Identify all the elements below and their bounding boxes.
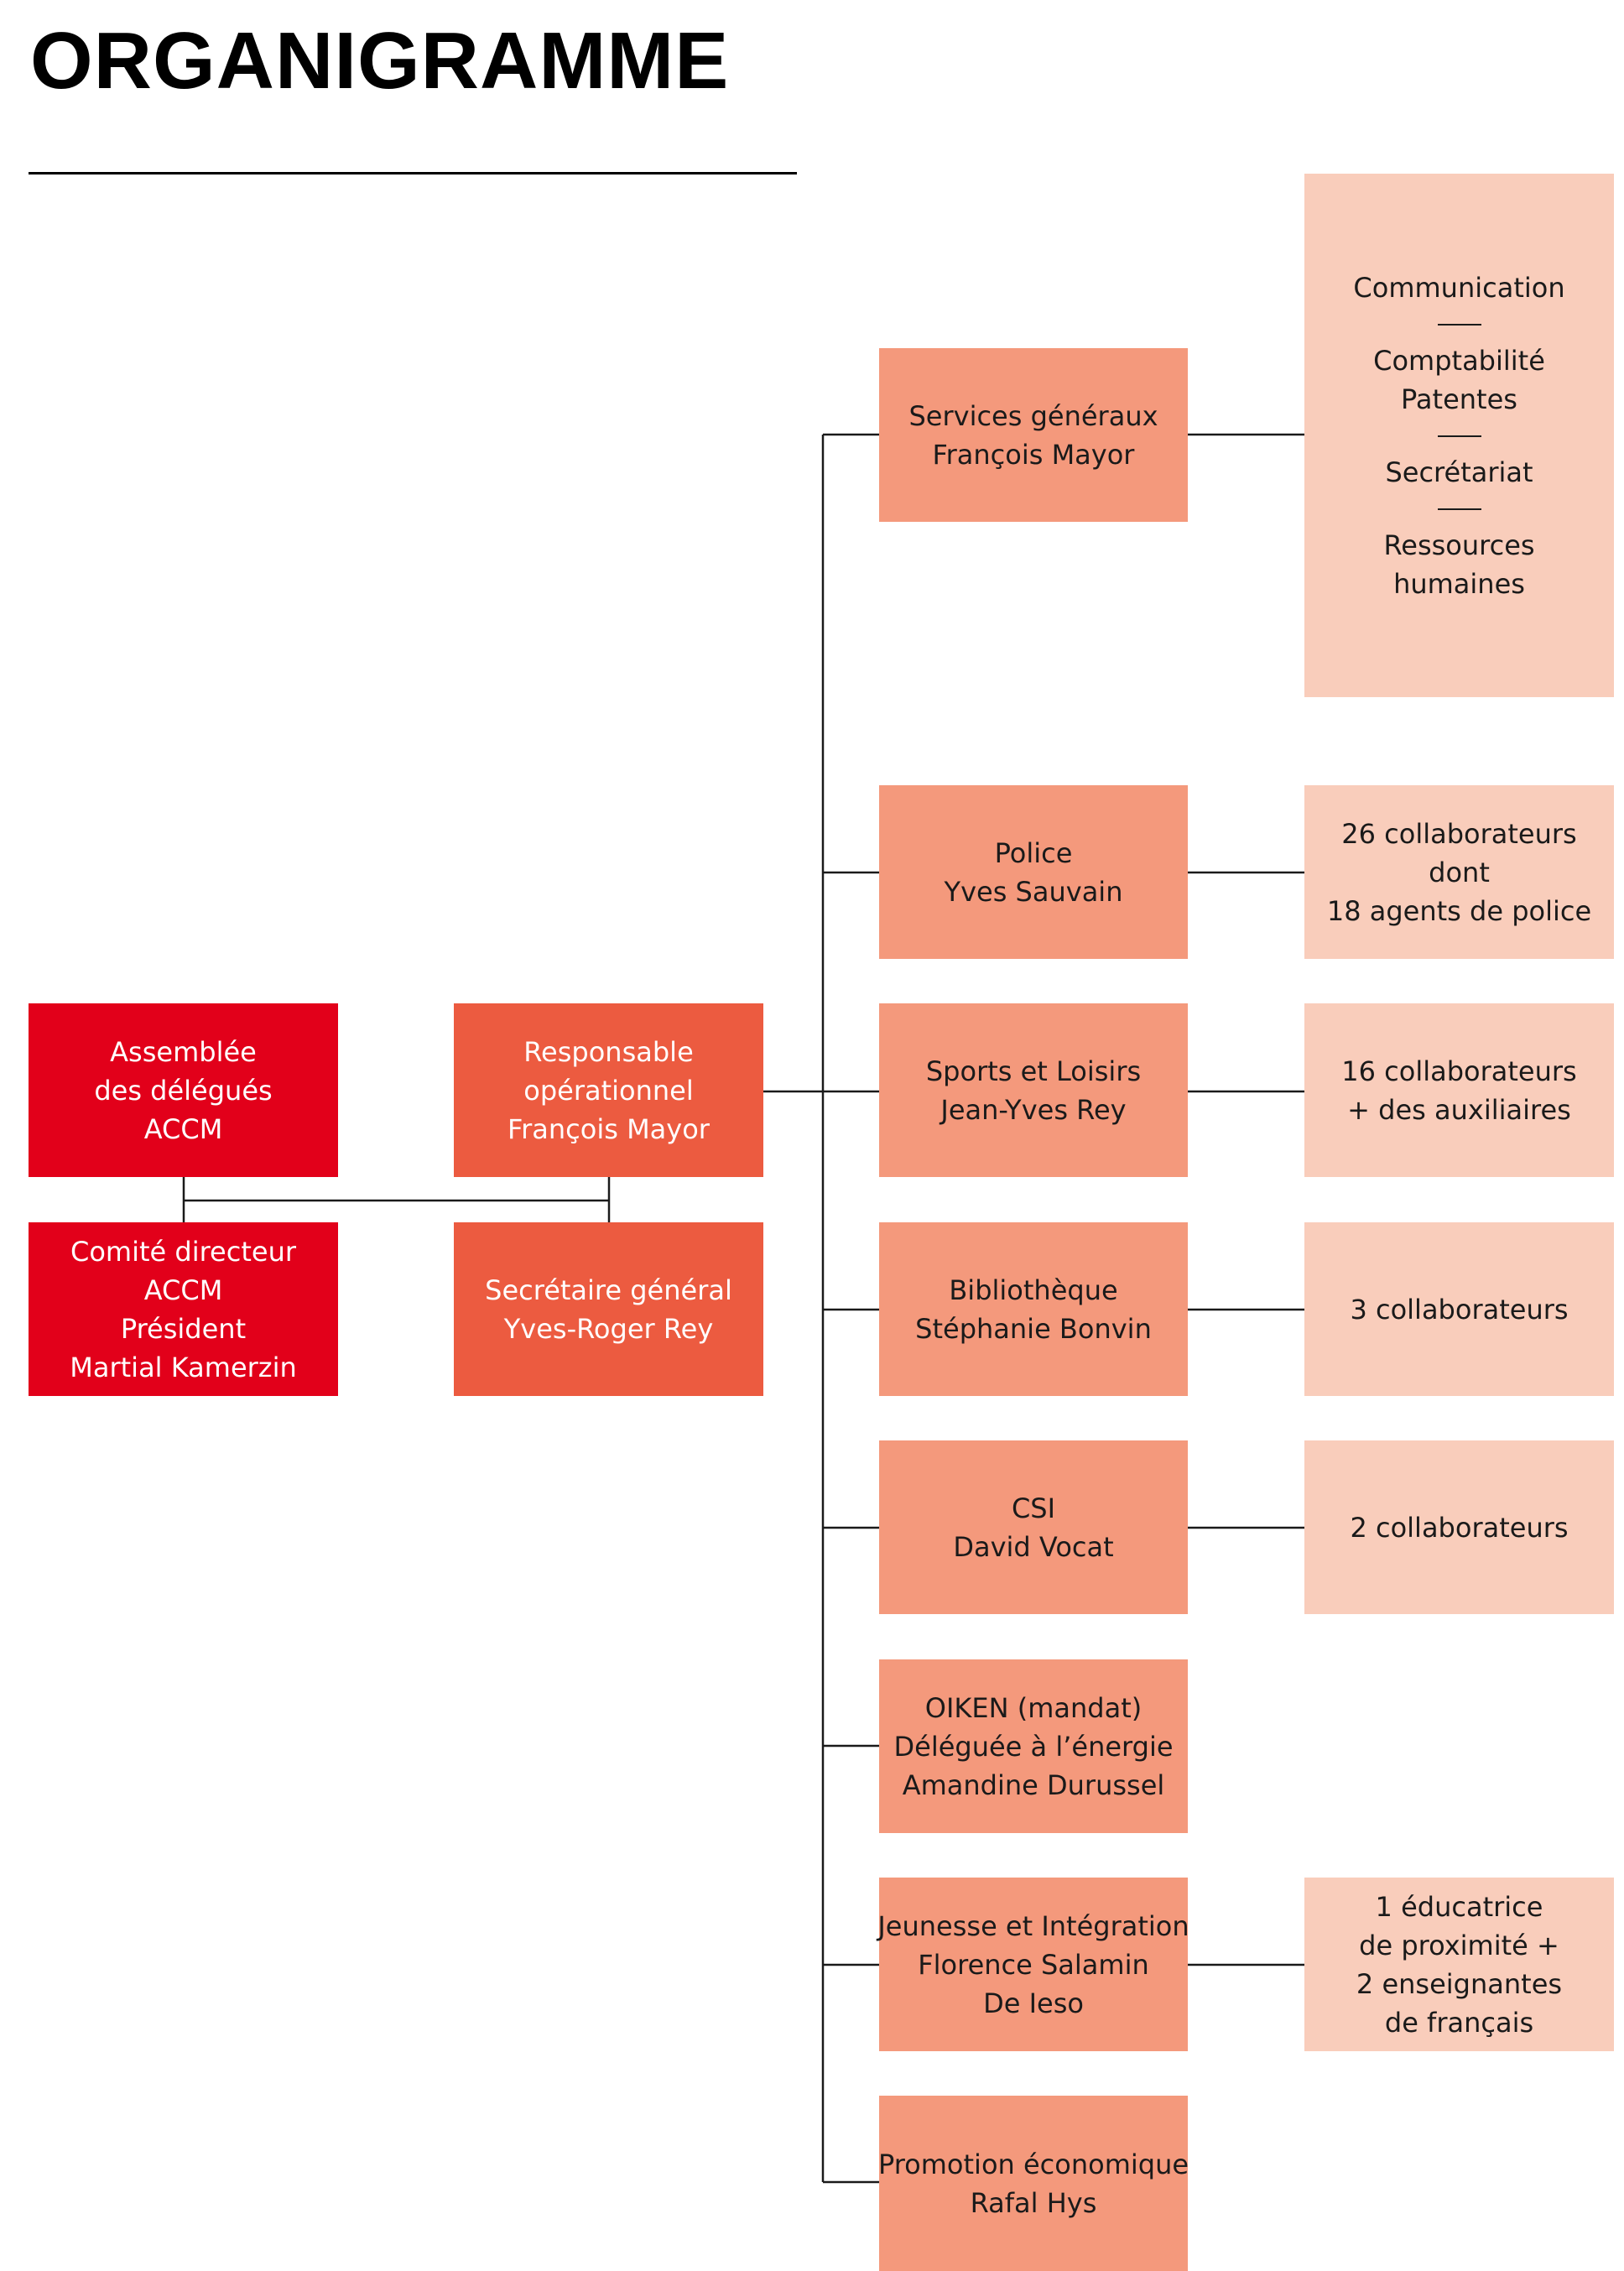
csi-line: CSI bbox=[1011, 1492, 1056, 1524]
youth-staff-line: 2 enseignantes bbox=[1356, 1967, 1563, 2000]
general-services-line: François Mayor bbox=[932, 438, 1135, 471]
csi-line: David Vocat bbox=[953, 1530, 1114, 1563]
youth-line: Jeunesse et Intégration bbox=[877, 1909, 1189, 1942]
secretary-line: Secrétaire général bbox=[485, 1274, 732, 1306]
youth-staff-line: 1 éducatrice bbox=[1375, 1890, 1543, 1923]
police-staff-box: 26 collaborateurs dont 18 agents de poli… bbox=[1304, 785, 1614, 959]
assembly-line: des délégués bbox=[94, 1074, 273, 1107]
promotion-line: Promotion économique bbox=[877, 2148, 1189, 2180]
sports-staff-line: 16 collaborateurs bbox=[1341, 1055, 1577, 1087]
library-box: Bibliothèque Stéphanie Bonvin bbox=[879, 1222, 1188, 1396]
youth-staff-box: 1 éducatrice de proximité + 2 enseignant… bbox=[1304, 1878, 1614, 2051]
csi-box: CSI David Vocat bbox=[879, 1440, 1188, 1614]
detail-hr: humaines bbox=[1393, 567, 1525, 600]
detail-secretariat: Secrétariat bbox=[1385, 456, 1533, 488]
police-staff-line: 26 collaborateurs bbox=[1341, 817, 1577, 850]
youth-line: Florence Salamin bbox=[918, 1948, 1149, 1981]
library-staff-line: 3 collaborateurs bbox=[1350, 1293, 1569, 1326]
youth-staff-line: de proximité + bbox=[1359, 1929, 1559, 1961]
csi-staff-line: 2 collaborateurs bbox=[1350, 1511, 1569, 1544]
general-services-box: Services généraux François Mayor bbox=[879, 348, 1188, 522]
library-line: Bibliothèque bbox=[949, 1274, 1118, 1306]
csi-staff-box: 2 collaborateurs bbox=[1304, 1440, 1614, 1614]
oiken-line: Déléguée à l’énergie bbox=[893, 1730, 1174, 1763]
title-divider bbox=[29, 172, 797, 174]
sports-line: Jean-Yves Rey bbox=[940, 1093, 1127, 1126]
library-staff-box: 3 collaborateurs bbox=[1304, 1222, 1614, 1396]
detail-licenses: Patentes bbox=[1401, 383, 1517, 415]
general-services-details-box: Communication Comptabilité Patentes Secr… bbox=[1304, 174, 1614, 697]
detail-hr: Ressources bbox=[1383, 529, 1535, 561]
manager-box: Responsable opérationnel François Mayor bbox=[454, 1003, 763, 1177]
committee-line: Président bbox=[120, 1312, 247, 1345]
manager-line: François Mayor bbox=[508, 1112, 710, 1145]
oiken-line: Amandine Durussel bbox=[902, 1768, 1165, 1801]
detail-accounting: Comptabilité bbox=[1373, 344, 1545, 377]
general-services-line: Services généraux bbox=[908, 399, 1158, 432]
page-title: ORGANIGRAMME bbox=[30, 16, 730, 106]
detail-separator bbox=[1437, 323, 1481, 326]
manager-line: opérationnel bbox=[523, 1074, 694, 1107]
assembly-box: Assemblée des délégués ACCM bbox=[29, 1003, 338, 1177]
committee-line: ACCM bbox=[143, 1274, 223, 1306]
secretary-line: Yves-Roger Rey bbox=[503, 1312, 714, 1345]
police-box: Police Yves Sauvain bbox=[879, 785, 1188, 959]
police-staff-line: dont bbox=[1429, 856, 1490, 888]
detail-separator bbox=[1437, 508, 1481, 510]
promotion-line: Rafal Hys bbox=[970, 2186, 1097, 2219]
sports-staff-box: 16 collaborateurs + des auxiliaires bbox=[1304, 1003, 1614, 1177]
youth-box: Jeunesse et Intégration Florence Salamin… bbox=[877, 1878, 1189, 2051]
library-line: Stéphanie Bonvin bbox=[915, 1312, 1152, 1345]
committee-box: Comité directeur ACCM Président Martial … bbox=[29, 1222, 338, 1396]
detail-separator bbox=[1437, 435, 1481, 437]
secretary-box: Secrétaire général Yves-Roger Rey bbox=[454, 1222, 763, 1396]
assembly-line: Assemblée bbox=[110, 1035, 257, 1068]
assembly-line: ACCM bbox=[143, 1112, 223, 1145]
promotion-box: Promotion économique Rafal Hys bbox=[877, 2096, 1189, 2271]
committee-line: Comité directeur bbox=[70, 1235, 296, 1268]
sports-staff-line: + des auxiliaires bbox=[1347, 1093, 1571, 1126]
sports-box: Sports et Loisirs Jean-Yves Rey bbox=[879, 1003, 1188, 1177]
sports-line: Sports et Loisirs bbox=[925, 1055, 1142, 1087]
oiken-box: OIKEN (mandat) Déléguée à l’énergie Aman… bbox=[879, 1659, 1188, 1833]
youth-staff-line: de français bbox=[1384, 2006, 1534, 2039]
police-line: Yves Sauvain bbox=[944, 875, 1123, 908]
police-staff-line: 18 agents de police bbox=[1326, 894, 1592, 927]
oiken-line: OIKEN (mandat) bbox=[924, 1691, 1143, 1724]
detail-communication: Communication bbox=[1353, 271, 1565, 304]
committee-line: Martial Kamerzin bbox=[70, 1351, 297, 1383]
police-line: Police bbox=[994, 836, 1073, 869]
manager-line: Responsable bbox=[523, 1035, 694, 1068]
youth-line: De Ieso bbox=[983, 1987, 1084, 2019]
